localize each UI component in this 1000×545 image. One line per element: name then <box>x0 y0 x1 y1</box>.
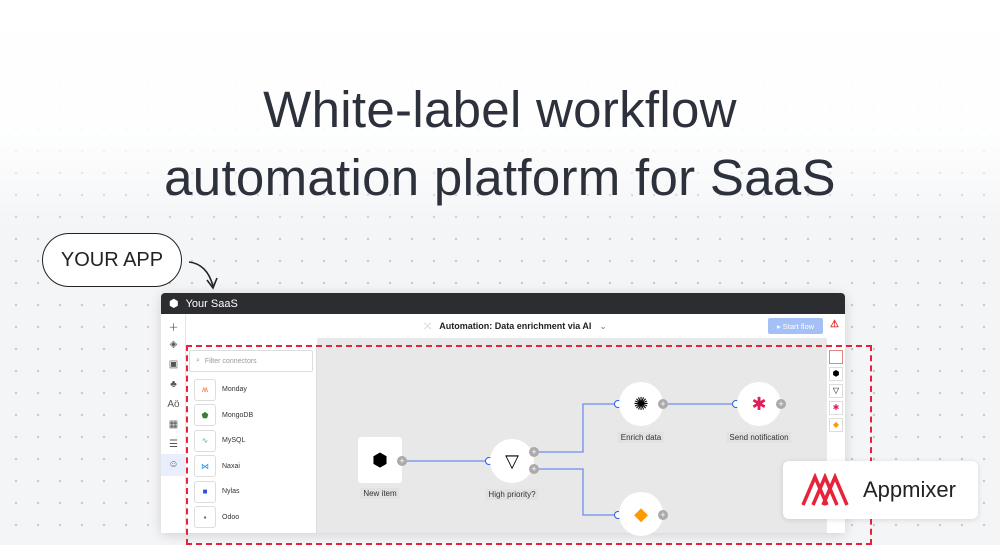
start-flow-label: Start flow <box>782 321 815 331</box>
airtable-icon[interactable]: ◆ <box>829 418 843 432</box>
connector-label: Monday <box>222 386 247 394</box>
headline: White-label workflow automation platform… <box>0 76 1000 212</box>
toolbar: ⤫ Automation: Data enrichment via AI ⌄ ▸… <box>186 314 845 338</box>
openai-icon: ✺ <box>633 393 649 414</box>
add-step-icon[interactable]: + <box>529 464 539 474</box>
mongodb-icon: ⬟ <box>194 404 216 427</box>
nylas-icon: ■ <box>194 480 216 503</box>
connector-mongodb[interactable]: ⬟ MongoDB <box>186 403 316 429</box>
add-step-icon[interactable]: + <box>397 456 407 466</box>
naxai-icon: ⋈ <box>194 455 216 478</box>
flow-name[interactable]: Automation: Data enrichment via AI <box>439 321 592 331</box>
chevron-down-icon[interactable]: ⌄ <box>599 320 607 331</box>
airtable-icon: ◆ <box>634 503 648 524</box>
window-title: Your SaaS <box>185 297 238 310</box>
filter-icon: ▽ <box>505 450 519 471</box>
document-icon[interactable]: ▣ <box>168 359 179 370</box>
flow-icon: ⤫ <box>424 320 432 331</box>
connector-label: Nylas <box>222 488 240 496</box>
node-new-item[interactable]: ⬢ <box>358 437 402 483</box>
filter-icon[interactable]: ▽ <box>829 384 843 398</box>
apps-icon[interactable]: ▦ <box>168 419 179 430</box>
connector-nylas[interactable]: ■ Nylas <box>186 479 316 505</box>
connectors-panel: ⌕ Filter connectors ʍ Monday ⬟ MongoDB ∿ MyS… <box>186 345 317 533</box>
mysql-icon: ∿ <box>194 429 216 452</box>
node-label: Send notification <box>726 432 792 443</box>
arrow-icon <box>188 261 218 290</box>
table-icon[interactable]: ☰ <box>169 439 178 450</box>
network-icon[interactable]: ♣ <box>170 379 177 390</box>
add-step-icon[interactable]: + <box>529 447 539 457</box>
cube-icon: ⬢ <box>169 298 179 310</box>
warning-icon[interactable]: ⚠ <box>830 319 839 330</box>
headline-line-1: White-label workflow <box>263 81 737 138</box>
add-step-icon[interactable]: + <box>658 399 668 409</box>
filter-placeholder: Filter connectors <box>204 357 257 365</box>
appmixer-badge: Appmixer <box>783 461 978 519</box>
background-fade <box>0 0 1000 230</box>
connector-naxai[interactable]: ⋈ Naxai <box>186 454 316 480</box>
connector-label: MongoDB <box>222 411 254 419</box>
brand-name: Appmixer <box>863 477 956 502</box>
appmixer-logo-icon <box>801 473 849 506</box>
slack-icon[interactable]: ✱ <box>829 401 843 415</box>
node-enrich-data[interactable]: ✺ <box>619 382 663 426</box>
add-step-icon[interactable]: + <box>776 399 786 409</box>
headline-line-2: automation platform for SaaS <box>164 149 836 206</box>
text-icon[interactable]: Aö <box>167 399 180 410</box>
connector-monday[interactable]: ʍ Monday <box>186 377 316 403</box>
robot-icon[interactable]: ☺ <box>161 454 186 476</box>
blank-component-icon[interactable] <box>829 350 843 364</box>
layers-icon[interactable]: ◈ <box>169 339 178 350</box>
slack-icon: ✱ <box>751 393 767 414</box>
your-app-label: YOUR APP <box>42 233 182 287</box>
node-label: High priority? <box>485 489 539 500</box>
flow-connections <box>406 403 733 516</box>
add-step-icon[interactable]: + <box>658 510 668 520</box>
node-label: Enrich data <box>617 432 665 443</box>
cube-icon: ⬢ <box>372 449 388 470</box>
plus-icon[interactable]: ＋ <box>168 323 179 334</box>
filter-connectors-input[interactable]: ⌕ Filter connectors <box>189 350 313 372</box>
node-send-notification[interactable]: ✱ <box>737 382 781 426</box>
play-icon: ▸ <box>776 321 783 331</box>
node-label: New item <box>360 488 400 499</box>
connector-mysql[interactable]: ∿ MySQL <box>186 428 316 454</box>
monday-icon: ʍ <box>194 378 216 401</box>
connector-label: Naxai <box>222 462 240 470</box>
sidebar-rail: ＋ ◈ ▣ ♣ Aö ▦ ☰ ☺ <box>161 314 186 533</box>
cube-icon[interactable]: ⬢ <box>829 367 843 381</box>
connector-label: Odoo <box>222 513 240 521</box>
connector-label: MySQL <box>222 437 246 445</box>
window-titlebar: ⬢ Your SaaS <box>161 293 845 314</box>
search-icon: ⌕ <box>196 357 200 364</box>
embed-highlight-frame <box>186 345 872 545</box>
start-flow-button[interactable]: ▸ Start flow <box>768 318 823 334</box>
node-filter[interactable]: ▽ <box>490 439 534 483</box>
